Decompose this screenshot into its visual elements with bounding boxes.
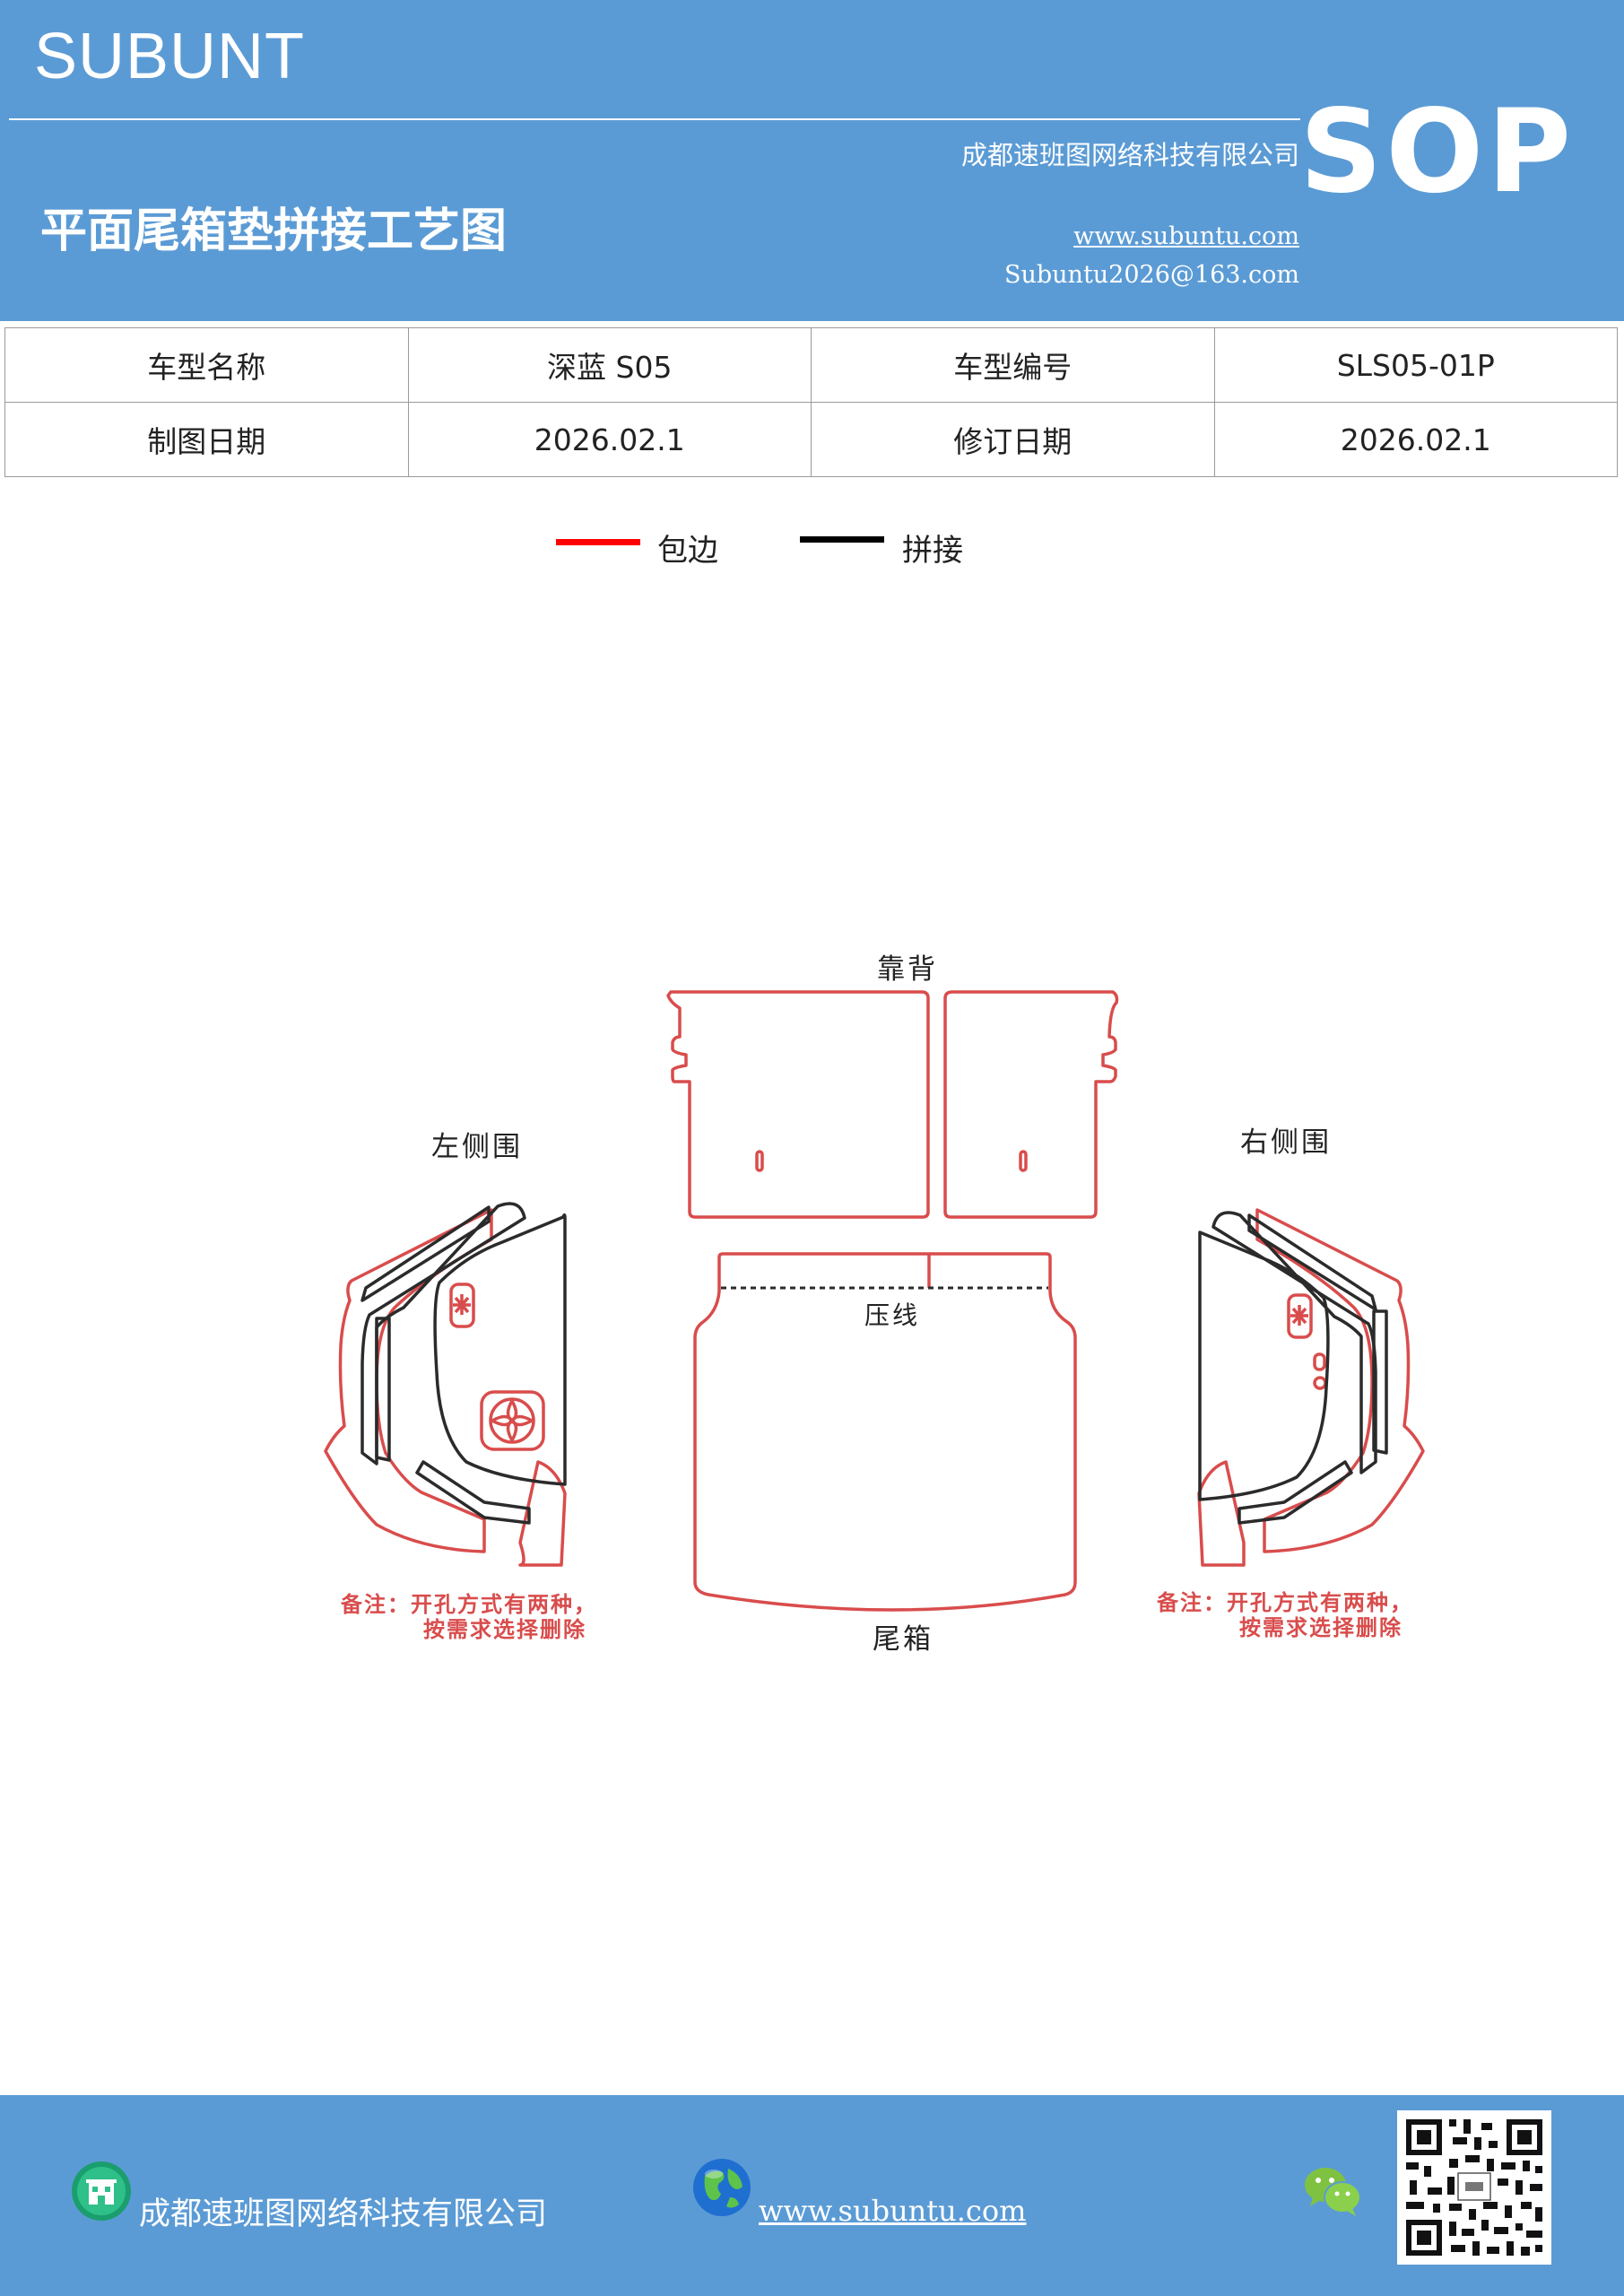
legend-seam-swatch: [800, 536, 884, 543]
left-side-seam: [433, 1213, 567, 1486]
right-note-line1: 备注：开孔方式有两种，: [1157, 1590, 1413, 1615]
company-name: 成都速班图网络科技有限公司: [960, 140, 1299, 170]
left-vent-large: [480, 1390, 545, 1451]
legend-edge-swatch: [556, 539, 640, 545]
right-side-label: 右侧围: [1240, 1126, 1332, 1159]
right-vent-slot: [1313, 1352, 1326, 1371]
trunk-floor-panel: [693, 1252, 1077, 1612]
draw-date-label: 制图日期: [4, 402, 409, 477]
website-link[interactable]: www.subuntu.com: [1073, 222, 1299, 250]
building-icon: [72, 2161, 131, 2221]
revise-date-value: 2026.02.1: [1213, 402, 1618, 477]
draw-date-value: 2026.02.1: [407, 402, 812, 477]
left-vent-small-star: [453, 1294, 471, 1315]
left-side-label: 左侧围: [431, 1131, 523, 1163]
crease-label: 压线: [864, 1300, 921, 1330]
left-side-strip-4: [415, 1460, 531, 1525]
right-vent-small-star: [1290, 1305, 1308, 1326]
trunk-label: 尾箱: [873, 1623, 934, 1656]
info-table: 车型名称 深蓝 S05 车型编号 SLS05-01P 制图日期 2026.02.…: [4, 327, 1618, 477]
qr-code[interactable]: [1397, 2110, 1551, 2265]
legend-edge-label: 包边: [657, 533, 718, 569]
left-side-lower-edge: [518, 1460, 567, 1567]
left-note-line1: 备注：开孔方式有两种，: [341, 1592, 597, 1617]
backrest-label: 靠背: [877, 953, 938, 986]
left-side-strip-3: [375, 1317, 391, 1462]
left-side-edge: [324, 1208, 493, 1553]
revise-date-label: 修订日期: [811, 402, 1215, 477]
email-address[interactable]: Subuntu2026@163.com: [1004, 261, 1299, 289]
table-row: 车型名称 深蓝 S05 车型编号 SLS05-01P: [4, 327, 1618, 403]
footer-company-name: 成都速班图网络科技有限公司: [139, 2196, 548, 2232]
right-vent-small: [1287, 1293, 1313, 1339]
right-note-line2: 按需求选择删除: [1239, 1615, 1403, 1640]
wechat-icon[interactable]: [1302, 2163, 1365, 2219]
footer-website-link[interactable]: www.subuntu.com: [759, 2194, 1027, 2228]
left-note-line2: 按需求选择删除: [423, 1617, 586, 1642]
page-title: 平面尾箱垫拼接工艺图: [40, 204, 508, 258]
legend-seam-label: 拼接: [902, 533, 963, 569]
model-code-label: 车型编号: [811, 327, 1215, 403]
right-side-edge: [1255, 1208, 1425, 1553]
backrest-left-panel: [666, 990, 930, 1219]
sop-badge: SOP: [1299, 85, 1575, 219]
brand-name: SUBUNT: [34, 21, 306, 92]
right-side-strip-2: [1211, 1211, 1377, 1474]
model-name-value: 深蓝 S05: [407, 327, 812, 403]
header-banner: [0, 0, 1624, 321]
backrest-right-slot: [1019, 1150, 1028, 1172]
left-side-strip-2: [360, 1202, 526, 1465]
header-divider: [9, 118, 1300, 120]
right-vent-hole: [1313, 1376, 1327, 1390]
right-side-strip-3: [1372, 1309, 1388, 1455]
left-vent-large-blades: [491, 1400, 533, 1441]
backrest-left-slot: [755, 1150, 764, 1172]
left-vent-small: [449, 1283, 475, 1328]
model-name-label: 车型名称: [4, 327, 409, 403]
right-side-lower-edge: [1197, 1460, 1246, 1567]
table-row: 制图日期 2026.02.1 修订日期 2026.02.1: [4, 402, 1618, 477]
model-code-value: SLS05-01P: [1213, 327, 1618, 403]
left-vent-large-fan: [489, 1397, 535, 1444]
globe-icon: [693, 2159, 751, 2216]
right-side-strip-4: [1238, 1460, 1353, 1525]
backrest-right-panel: [943, 990, 1119, 1219]
right-side-seam: [1198, 1231, 1330, 1501]
